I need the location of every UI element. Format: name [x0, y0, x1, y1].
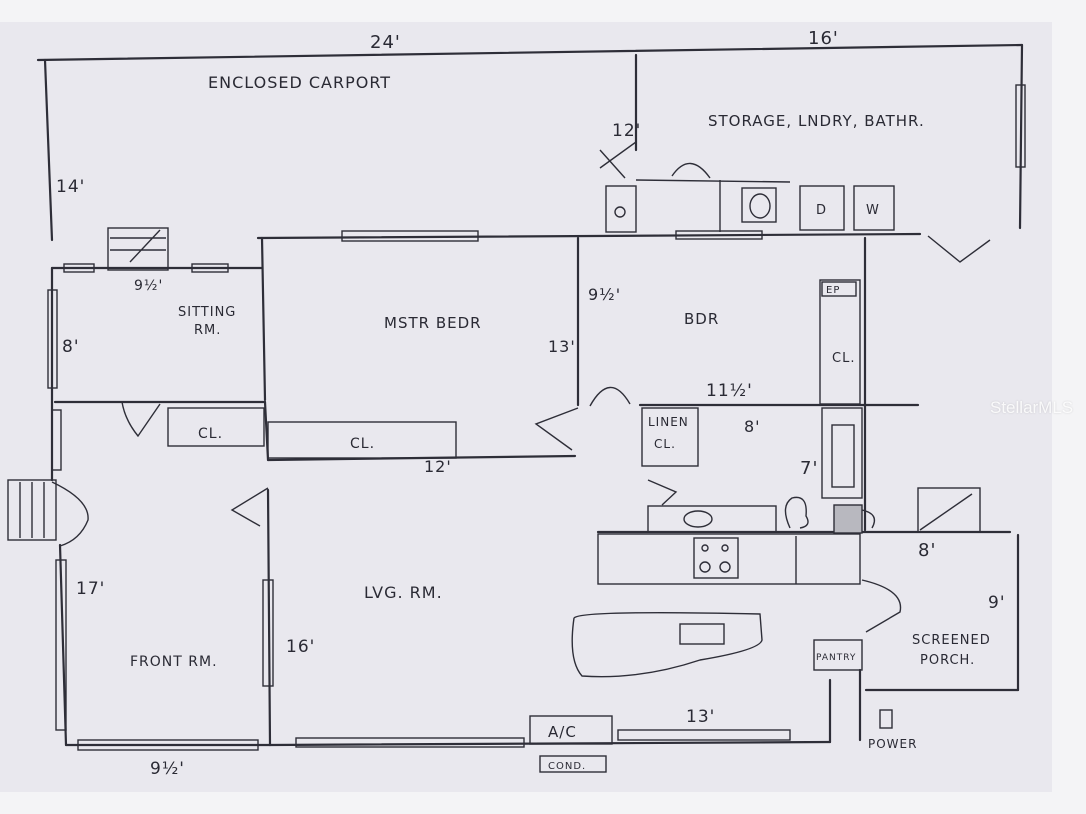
room-label-master-bedroom: MSTR BEDR — [384, 314, 482, 332]
dimension-9half-front: 9½' — [150, 759, 185, 779]
room-label-porch: PORCH. — [920, 653, 975, 668]
doors — [51, 141, 991, 633]
dimension-24: 24' — [370, 32, 401, 53]
room-label-living-room: LVG. RM. — [364, 583, 443, 602]
fixtures — [107, 179, 981, 773]
room-label-storage: STORAGE, LNDRY, BATHR. — [708, 112, 925, 130]
room-label-closet-sitting: CL. — [198, 426, 223, 442]
dimension-7: 7' — [800, 458, 818, 479]
watermark: StellarMLS — [990, 398, 1074, 417]
paper-sheet — [0, 22, 1052, 792]
room-label-ep: EP — [826, 285, 840, 296]
room-label-carport: ENCLOSED CARPORT — [208, 73, 391, 92]
room-label-screened: SCREENED — [912, 633, 991, 648]
room-label-sitting-rm: RM. — [194, 323, 221, 338]
dimension-14: 14' — [56, 177, 85, 197]
dimension-13-master: 13' — [548, 337, 576, 356]
room-label-linen: LINEN — [648, 415, 689, 429]
dimension-9half-bedroom: 9½' — [588, 285, 621, 304]
dimension-17: 17' — [76, 579, 105, 599]
room-label-linen-cl: CL. — [654, 437, 676, 451]
room-labels: ENCLOSED CARPORT STORAGE, LNDRY, BATHR. … — [130, 73, 991, 772]
room-label-power: POWER — [868, 737, 917, 751]
dimension-9-porch: 9' — [988, 593, 1006, 613]
room-label-pantry: PANTRY — [816, 653, 856, 663]
dimension-12-master: 12' — [424, 457, 452, 476]
dimension-16-top: 16' — [808, 28, 839, 49]
outer-walls — [36, 43, 1024, 747]
appliance-label-dryer: D — [816, 203, 827, 218]
dimension-8-porch: 8' — [918, 540, 936, 561]
room-label-closet-bedroom: CL. — [832, 351, 855, 366]
room-label-bedroom: BDR — [684, 310, 719, 328]
dimension-8-sitting: 8' — [62, 337, 80, 357]
dimension-8-bath: 8' — [744, 417, 761, 436]
dimension-16-living: 16' — [286, 637, 315, 657]
dimension-labels: 24' 16' 12' 14' 9½' 8' 9½' 13' 11½' 8' 1… — [56, 28, 1006, 779]
dimension-9half-sitting: 9½' — [134, 278, 163, 294]
front-steps — [7, 479, 57, 541]
dimension-13-living: 13' — [686, 707, 715, 727]
room-label-sitting: SITTING — [178, 305, 236, 320]
room-label-condenser: COND. — [548, 761, 586, 772]
windows — [47, 84, 1026, 751]
dimension-12-storage: 12' — [612, 121, 641, 141]
appliance-label-washer: W — [866, 203, 880, 218]
room-label-front-room: FRONT RM. — [130, 654, 218, 670]
interior-walls — [50, 53, 1020, 747]
room-label-ac: A/C — [548, 723, 577, 741]
dimension-11half: 11½' — [706, 381, 753, 401]
room-label-closet-master: CL. — [350, 436, 375, 452]
